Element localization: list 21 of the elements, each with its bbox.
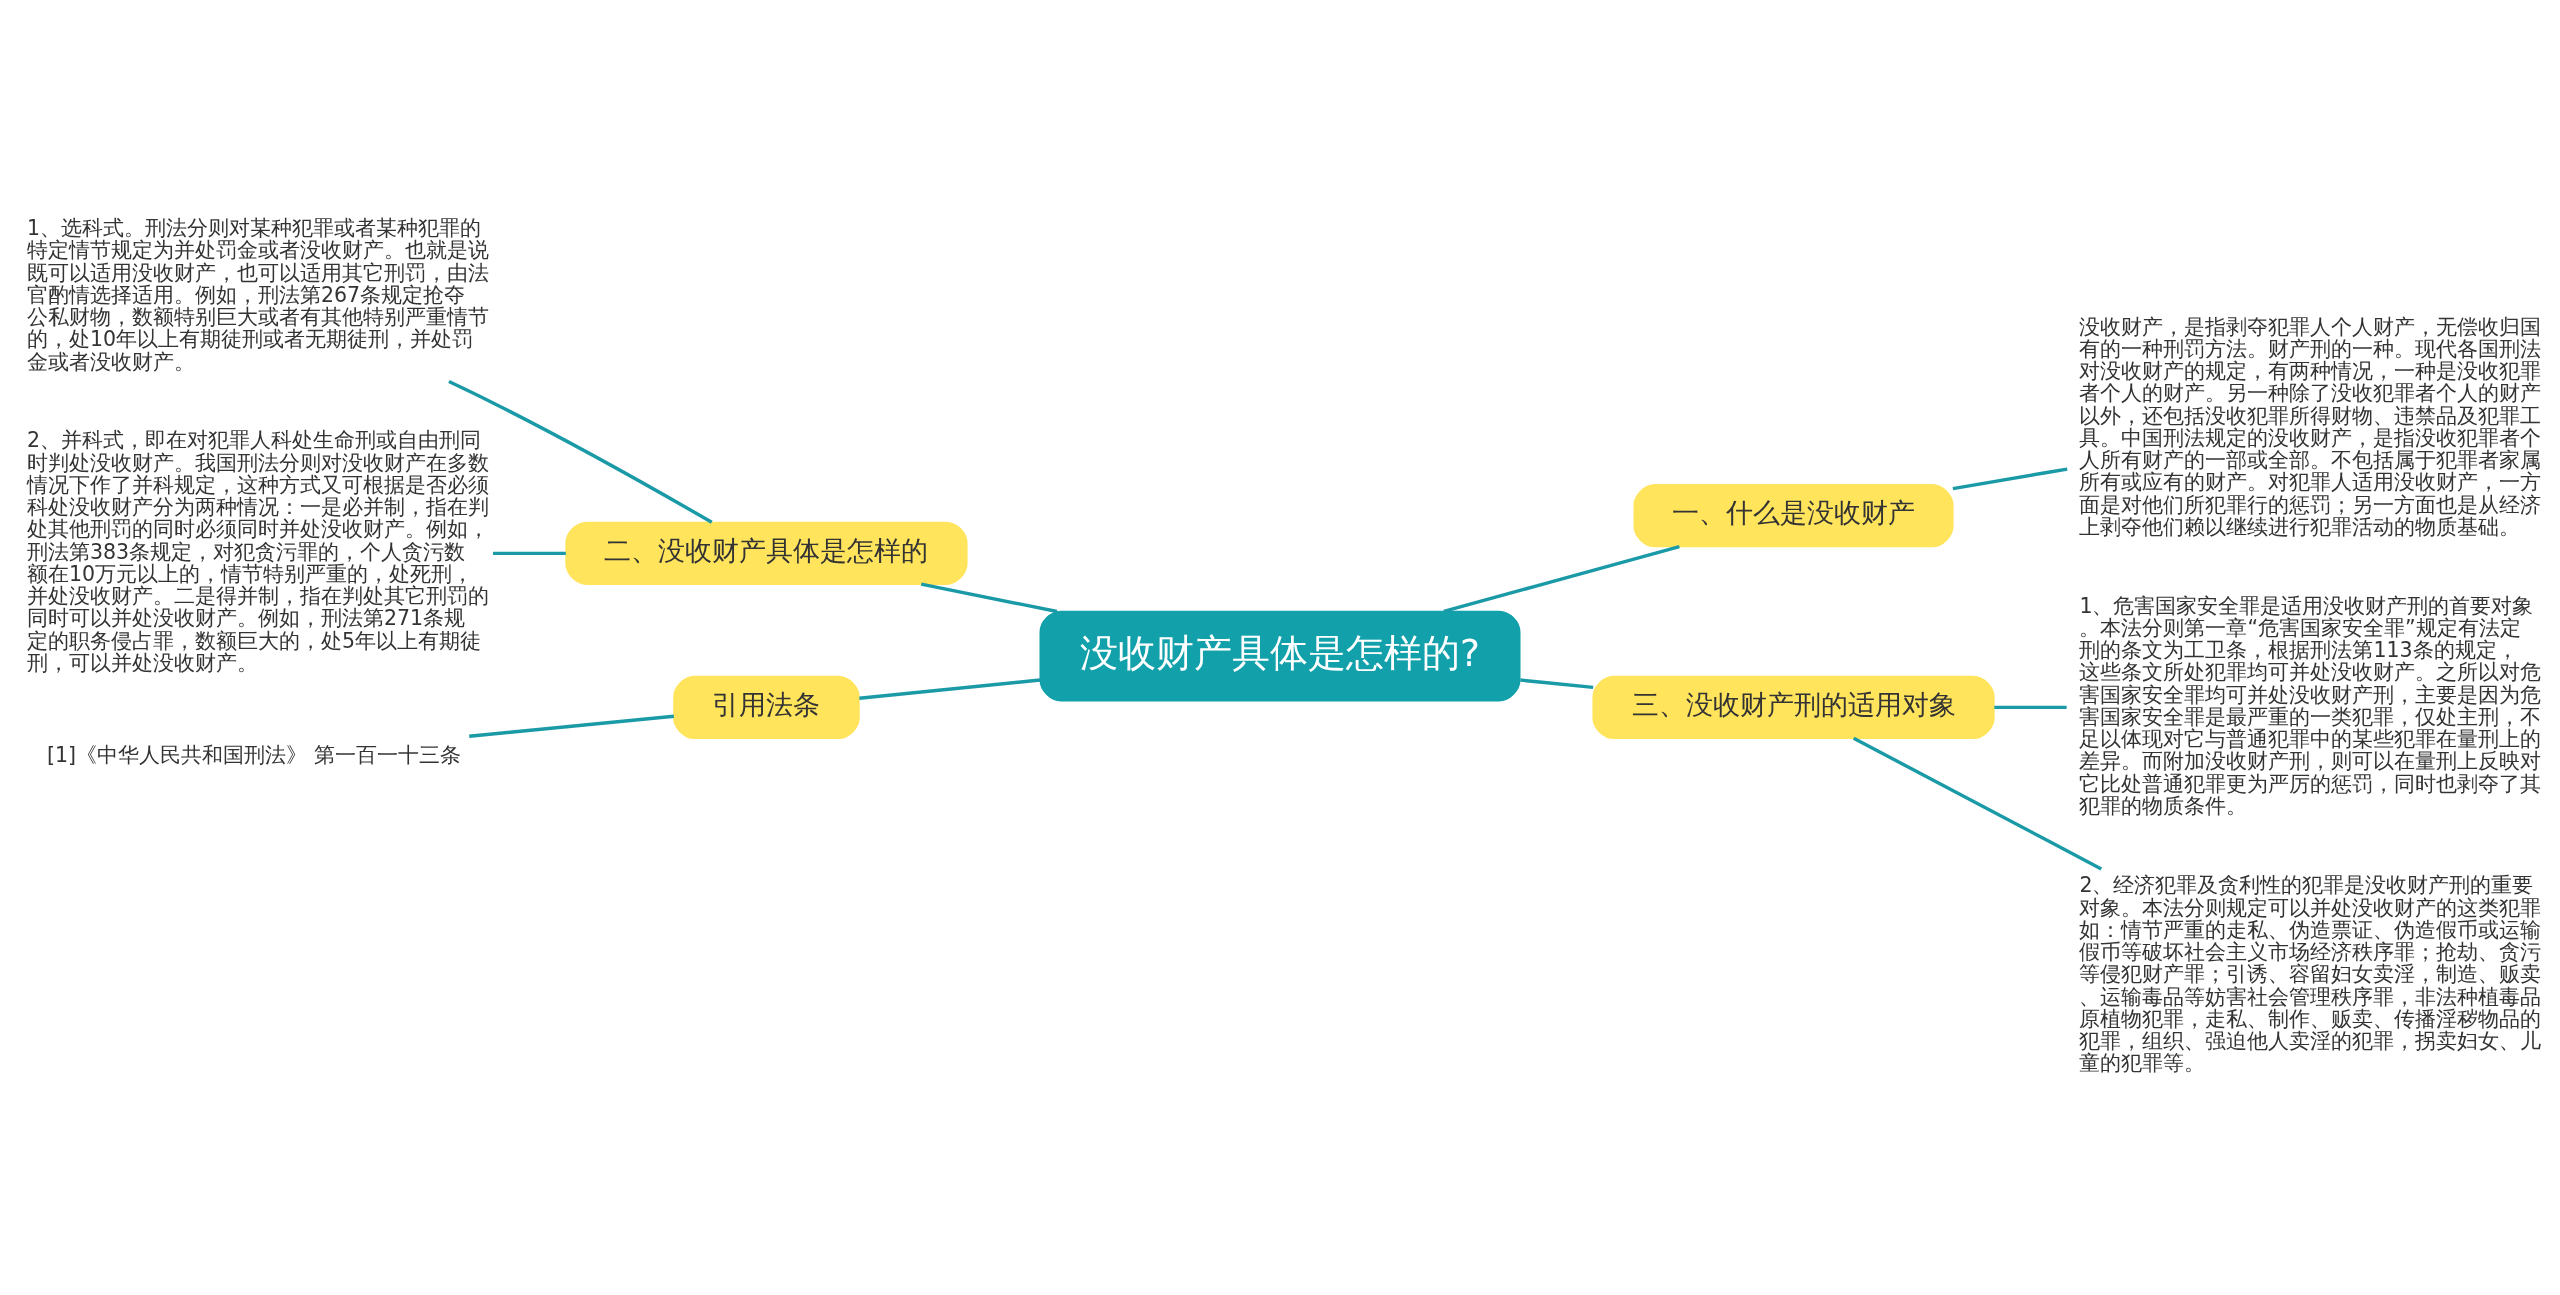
connector <box>492 551 566 556</box>
connector <box>1994 705 2067 710</box>
connector <box>469 714 674 738</box>
node-box: 二、没收财产具体是怎样的 <box>565 521 968 585</box>
node-text: 2、并科式，即在对犯罪人科处生命刑或自由刑同时判处没收财产。我国刑法分则对没收财产在多数情况下作了并科规定，这种方式又可根据是否必须科处没收财产分为两种情况：一是必并制，指在判处其他刑罚的同时必须同时并处没收财产。例如，刑法第383条规定，对犯贪污罪的，个人贪污数额在10万元以上的，情节特别严重的，处死刑，并处没收财产。二是得并制，指在判处其它刑罚的同时可以并处没收财产。例如，刑法第271条规定的职务侵占罪，数额巨大的，处5年以上有期徒刑，可以并处没收财产。 <box>26 428 489 675</box>
connector <box>859 678 1041 700</box>
connector <box>920 582 1058 614</box>
node-text: 1、危害国家安全罪是适用没收财产刑的首要对象。本法分则第一章“危害国家安全罪”规定有法定刑的条文为工卫条，根据刑法第113条的规定，这些条文所处犯罪均可并处没收财产。之所以对危害国家安全罪均可并处没收财产刑，主要是因为危害国家安全罪是最严重的一类犯罪，仅处主刑，不足以体现对它与普通犯罪中的某些犯罪在量刑上的差异。而附加没收财产刑，则可以在量刑上反映对它比处普通犯罪更为严厉的惩罚，同时也剥夺了其犯罪的物质条件。 <box>2079 593 2542 818</box>
node-text: 1、选科式。刑法分则对某种犯罪或者某种犯罪的特定情节规定为并处罚金或者没收财产。也就是说既可以适用没收财产，也可以适用其它刑罚，由法官酌情选择适用。例如，刑法第267条规定抢夺公私财物，数额特别巨大或者有其他特别严重情节的，处10年以上有期徒刑或者无期徒刑，并处罚金或者没收财产。 <box>26 216 489 374</box>
connector <box>1520 678 1594 690</box>
node-text: [1]《中华人民共和国刑法》 第一百一十三条 <box>46 743 461 768</box>
connector <box>448 380 713 524</box>
node-box: 引用法条 <box>673 675 860 740</box>
connector <box>1952 467 2068 491</box>
connector <box>1443 544 1680 614</box>
node-box: 没收财产具体是怎样的? <box>1039 610 1521 702</box>
node-box: 一、什么是没收财产 <box>1633 484 1954 548</box>
node-box: 三、没收财产刑的适用对象 <box>1592 675 1995 740</box>
connector <box>1852 736 2103 871</box>
node-text: 2、经济犯罪及贪利性的犯罪是没收财产刑的重要对象。本法分则规定可以并处没收财产的这类犯罪如：情节严重的走私、伪造票证、伪造假币或运输假币等破坏社会主义市场经济秩序罪；抢劫、贪污等侵犯财产罪；引诱、容留妇女卖淫，制造、贩卖、运输毒品等妨害社会管理秩序罪，非法种植毒品原植物犯罪，走私、制作、贩卖、传播淫秽物品的犯罪，组织、强迫他人卖淫的犯罪，拐卖妇女、儿童的犯罪等。 <box>2079 873 2542 1076</box>
node-text: 没收财产，是指剥夺犯罪人个人财产，无偿收归国有的一种刑罚方法。财产刑的一种。现代各国刑法对没收财产的规定，有两种情况，一种是没收犯罪者个人的财产。另一种除了没收犯罪者个人的财产以外，还包括没收犯罪所得财物、违禁品及犯罪工具。中国刑法规定的没收财产，是指没收犯罪者个人所有财产的一部或全部。不包括属于犯罪者家属所有或应有的财产。对犯罪人适用没收财产，一方面是对他们所犯罪行的惩罚；另一方面也是从经济上剥夺他们赖以继续进行犯罪活动的物质基础。 <box>2079 314 2542 539</box>
